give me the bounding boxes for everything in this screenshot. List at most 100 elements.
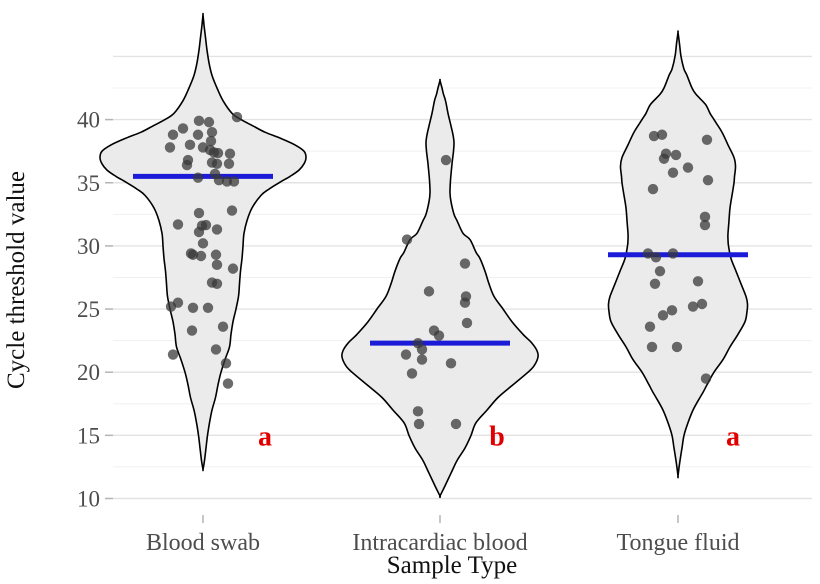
x-axis-title: Sample Type [387, 552, 517, 579]
data-point-tongue-fluid [656, 129, 668, 140]
x-tick-label-tongue-fluid: Tongue fluid [617, 530, 740, 556]
axis-labels-layer: Blood swab Intracardiac blood Tongue fluid… [77, 108, 739, 556]
data-point-blood-swab [193, 207, 205, 219]
data-point-tongue-fluid [667, 248, 679, 259]
data-point-blood-swab [186, 325, 198, 336]
data-point-tongue-fluid [699, 211, 711, 223]
y-tick-label-30: 30 [77, 234, 100, 259]
data-point-intracardiac-blood [459, 258, 471, 269]
data-point-blood-swab [220, 358, 232, 369]
x-tick-label-intracardiac-blood: Intracardiac blood [352, 530, 527, 556]
y-tick-label-10: 10 [77, 487, 100, 512]
jitter-points-layer [164, 111, 714, 430]
data-point-intracardiac-blood [412, 406, 424, 417]
data-point-intracardiac-blood [416, 354, 428, 365]
x-tick-label-blood-swab: Blood swab [146, 530, 260, 556]
data-point-blood-swab [211, 278, 223, 289]
data-point-tongue-fluid [671, 341, 683, 353]
data-point-tongue-fluid [658, 153, 670, 164]
data-point-blood-swab [226, 205, 238, 216]
data-point-tongue-fluid [696, 298, 708, 310]
data-point-tongue-fluid [700, 373, 712, 384]
data-point-blood-swab [211, 224, 223, 235]
data-point-tongue-fluid [682, 162, 694, 173]
violin-intracardiac-blood [341, 78, 539, 499]
data-point-blood-swab [224, 148, 236, 159]
data-point-tongue-fluid [644, 321, 656, 332]
y-tick-label-25: 25 [77, 297, 100, 322]
data-point-intracardiac-blood [401, 234, 413, 245]
data-point-blood-swab [227, 263, 239, 274]
data-point-blood-swab [172, 219, 184, 230]
data-point-blood-swab [167, 349, 179, 360]
data-point-intracardiac-blood [450, 418, 462, 430]
data-point-tongue-fluid [647, 183, 659, 195]
data-point-tongue-fluid [666, 305, 678, 316]
y-axis-title: Cycle threshold value [3, 171, 30, 389]
data-point-intracardiac-blood [416, 344, 428, 355]
data-point-blood-swab [192, 129, 204, 140]
data-point-tongue-fluid [642, 248, 654, 259]
data-point-blood-swab [217, 321, 229, 332]
data-point-blood-swab [202, 302, 214, 313]
data-point-tongue-fluid [692, 276, 704, 287]
data-point-tongue-fluid [670, 149, 682, 161]
data-point-blood-swab [195, 250, 207, 262]
y-tick-label-15: 15 [77, 423, 100, 448]
data-point-tongue-fluid [649, 278, 661, 289]
data-point-blood-swab [203, 116, 215, 128]
data-point-tongue-fluid [687, 301, 699, 312]
data-point-intracardiac-blood [461, 317, 473, 329]
y-tick-label-20: 20 [77, 360, 100, 385]
data-point-intracardiac-blood [445, 358, 457, 369]
data-point-blood-swab [210, 344, 222, 355]
data-point-tongue-fluid [654, 265, 666, 277]
data-point-blood-swab [177, 123, 189, 134]
data-point-blood-swab [206, 127, 218, 138]
data-point-blood-swab [223, 158, 235, 170]
data-point-blood-swab [193, 226, 205, 238]
data-point-blood-swab [197, 238, 209, 249]
data-point-intracardiac-blood [423, 286, 435, 297]
data-point-blood-swab [187, 302, 199, 313]
data-point-intracardiac-blood [440, 154, 452, 166]
data-point-blood-swab [192, 172, 204, 183]
data-point-blood-swab [165, 301, 177, 312]
y-tick-label-35: 35 [77, 171, 100, 196]
data-point-intracardiac-blood [413, 418, 425, 430]
data-point-tongue-fluid [701, 134, 713, 146]
data-point-blood-swab [211, 259, 223, 271]
significance-letter-intracardiac-blood: b [489, 422, 505, 453]
data-point-blood-swab [187, 249, 199, 260]
data-point-intracardiac-blood [459, 297, 471, 308]
data-point-blood-swab [193, 115, 205, 127]
data-point-intracardiac-blood [433, 330, 445, 341]
data-point-tongue-fluid [648, 130, 660, 142]
data-point-blood-swab [231, 111, 243, 123]
significance-letter-blood-swab: a [258, 422, 272, 453]
data-point-blood-swab [205, 135, 217, 147]
data-point-blood-swab [164, 142, 176, 153]
data-point-intracardiac-blood [406, 368, 418, 379]
data-point-tongue-fluid [657, 310, 669, 321]
data-point-tongue-fluid [667, 167, 679, 178]
data-point-blood-swab [213, 175, 225, 186]
data-point-tongue-fluid [699, 219, 711, 231]
data-point-tongue-fluid [650, 252, 662, 263]
y-tick-label-40: 40 [77, 108, 100, 133]
data-point-blood-swab [167, 129, 179, 140]
significance-letter-tongue-fluid: a [726, 422, 740, 453]
data-point-tongue-fluid [702, 175, 714, 186]
data-point-blood-swab [184, 139, 196, 151]
data-point-blood-swab [222, 378, 234, 389]
data-point-blood-swab [228, 176, 240, 187]
axis-ticks-layer [105, 118, 679, 523]
data-point-blood-swab [211, 158, 223, 170]
data-point-intracardiac-blood [400, 349, 412, 360]
data-point-blood-swab [212, 147, 224, 159]
data-point-blood-swab [181, 159, 193, 171]
data-point-tongue-fluid [646, 341, 658, 353]
